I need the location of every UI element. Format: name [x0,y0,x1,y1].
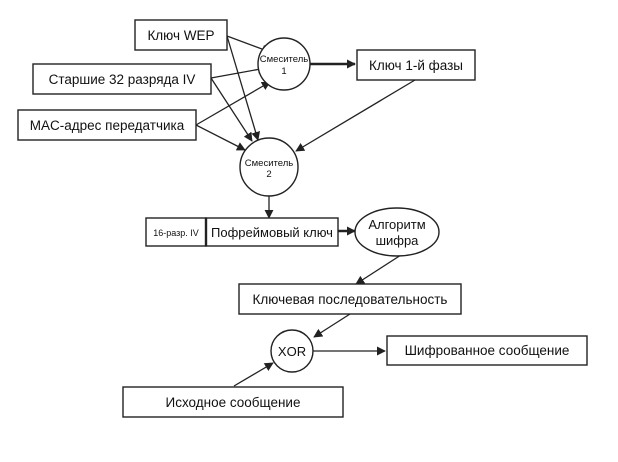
iv-high-label: Старшие 32 разряда IV [49,72,196,87]
iv16-label: 16-разр. IV [153,228,199,238]
node-wep-key: Ключ WEP [134,19,228,51]
per-frame-key-label: Пофреймовый ключ [211,225,333,240]
edge-phase1-to-mixer2 [295,79,416,152]
edge-plaintext-to-xor [233,362,274,387]
node-iv-high: Старшие 32 разряда IV [32,63,212,95]
mac-label: MAC-адрес передатчика [30,118,185,133]
node-mac: MAC-адрес передатчика [17,109,197,141]
cipher-label: Алгоритм [368,217,425,232]
node-phase1-key: Ключ 1-й фазы [356,49,476,81]
mixer2-number: 2 [266,169,271,180]
node-cipher: Алгоритм шифра [354,207,440,257]
wep-key-label: Ключ WEP [147,28,214,43]
node-plaintext: Исходное сообщение [122,386,344,418]
node-keystream: Ключевая последовательность [238,283,462,315]
node-xor: XOR [270,329,314,373]
ciphertext-label: Шифрованное сообщение [405,343,570,358]
edge-wep-to-mixer2 [226,35,260,141]
edges [195,35,416,387]
edge-iv-to-mixer2 [210,77,253,142]
mixer1-number: 1 [281,66,286,77]
edge-cipher-to-keystream [355,254,402,285]
node-per-frame-key-group: 16-разр. IV Пофреймовый ключ [145,217,339,247]
keystream-label: Ключевая последовательность [253,292,448,307]
node-mixer1: Смеситель 1 [257,37,311,91]
mixer1-label: Смеситель [260,54,308,65]
cipher-label-2: шифра [376,233,420,248]
mixer2-label: Смеситель [245,158,293,169]
node-mixer2: Смеситель 2 [239,137,299,197]
xor-label: XOR [278,344,306,359]
edge-keystream-to-xor [313,313,351,338]
phase1-key-label: Ключ 1-й фазы [369,58,463,73]
plaintext-label: Исходное сообщение [166,395,301,410]
node-ciphertext: Шифрованное сообщение [386,335,588,366]
edge-mac-to-mixer1 [195,81,271,126]
edge-mac-to-mixer2 [195,124,246,151]
